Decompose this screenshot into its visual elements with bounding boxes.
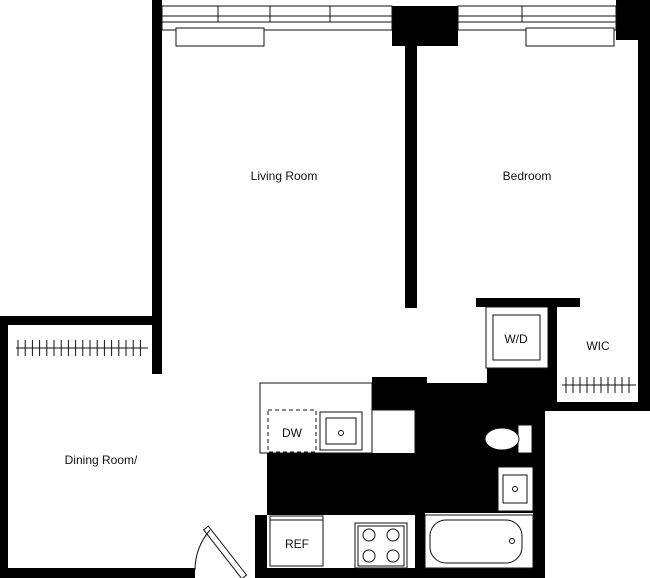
label-washer-dryer: W/D bbox=[504, 332, 528, 346]
kitchen bbox=[259, 382, 416, 454]
washer-dryer bbox=[485, 306, 549, 369]
label-living-room: Living Room bbox=[251, 169, 318, 183]
bathroom bbox=[424, 424, 534, 569]
kitchen-block bbox=[267, 453, 415, 515]
wall-dining-top bbox=[0, 316, 162, 325]
stove-burner-2 bbox=[386, 528, 400, 542]
wall-door-jamb bbox=[255, 515, 267, 578]
door-swing-arc bbox=[194, 529, 211, 571]
label-dining-room: Dining Room/ bbox=[65, 453, 138, 467]
radiator-living bbox=[175, 27, 265, 47]
washer-dryer-box bbox=[492, 314, 541, 361]
label-wic: WIC bbox=[586, 339, 610, 353]
wall-wic-left bbox=[548, 298, 557, 410]
wall-bedroom-left bbox=[405, 40, 417, 308]
wall-pier-bath bbox=[487, 368, 548, 411]
wall-bottom-dining bbox=[0, 568, 195, 578]
wall-bath-left bbox=[415, 383, 425, 578]
wall-wic-bottom bbox=[548, 402, 650, 411]
bathtub-drain bbox=[509, 538, 515, 544]
kitchen-sink-basin bbox=[325, 417, 357, 445]
label-dishwasher: DW bbox=[282, 426, 303, 440]
label-bedroom: Bedroom bbox=[503, 169, 552, 183]
dishwasher bbox=[267, 409, 317, 453]
wic-rail-ticks bbox=[565, 377, 630, 393]
stove-burner-4 bbox=[386, 549, 400, 563]
label-refrigerator: REF bbox=[285, 537, 309, 551]
toilet-tank bbox=[517, 424, 533, 454]
bath-sink-drain bbox=[512, 486, 518, 492]
bathtub-basin bbox=[429, 519, 523, 564]
stove bbox=[354, 522, 408, 569]
labels: Living Room Bedroom Dining Room/ WIC W/D… bbox=[65, 169, 610, 551]
stove-burner-1 bbox=[362, 528, 376, 542]
wall-bedroom-right bbox=[638, 30, 650, 410]
radiator-bedroom bbox=[525, 27, 615, 47]
kitchen-sink bbox=[319, 411, 363, 451]
refrigerator bbox=[269, 515, 324, 567]
wall-living-left bbox=[152, 0, 162, 374]
toilet-bowl bbox=[484, 427, 520, 451]
door-leaf bbox=[202, 525, 248, 578]
wall-bedroom-bottom bbox=[476, 298, 580, 307]
stove-burner-3 bbox=[362, 549, 376, 563]
wic-rail bbox=[562, 377, 636, 393]
wall-bath-right bbox=[533, 405, 545, 578]
refrigerator-box bbox=[269, 515, 324, 567]
dining-radiator bbox=[16, 340, 148, 356]
dining-rail-ticks bbox=[17, 340, 141, 356]
wall-pier-center bbox=[392, 6, 458, 46]
windows-top bbox=[161, 5, 617, 47]
bath-dark-area bbox=[425, 383, 487, 513]
wall-dining-left bbox=[0, 316, 8, 578]
kitchen-sink-drain bbox=[338, 430, 344, 436]
entry-door[interactable] bbox=[194, 525, 248, 578]
window-bedroom bbox=[457, 5, 617, 31]
wall-bottom-kitchen bbox=[255, 568, 545, 578]
window-living bbox=[161, 5, 393, 31]
